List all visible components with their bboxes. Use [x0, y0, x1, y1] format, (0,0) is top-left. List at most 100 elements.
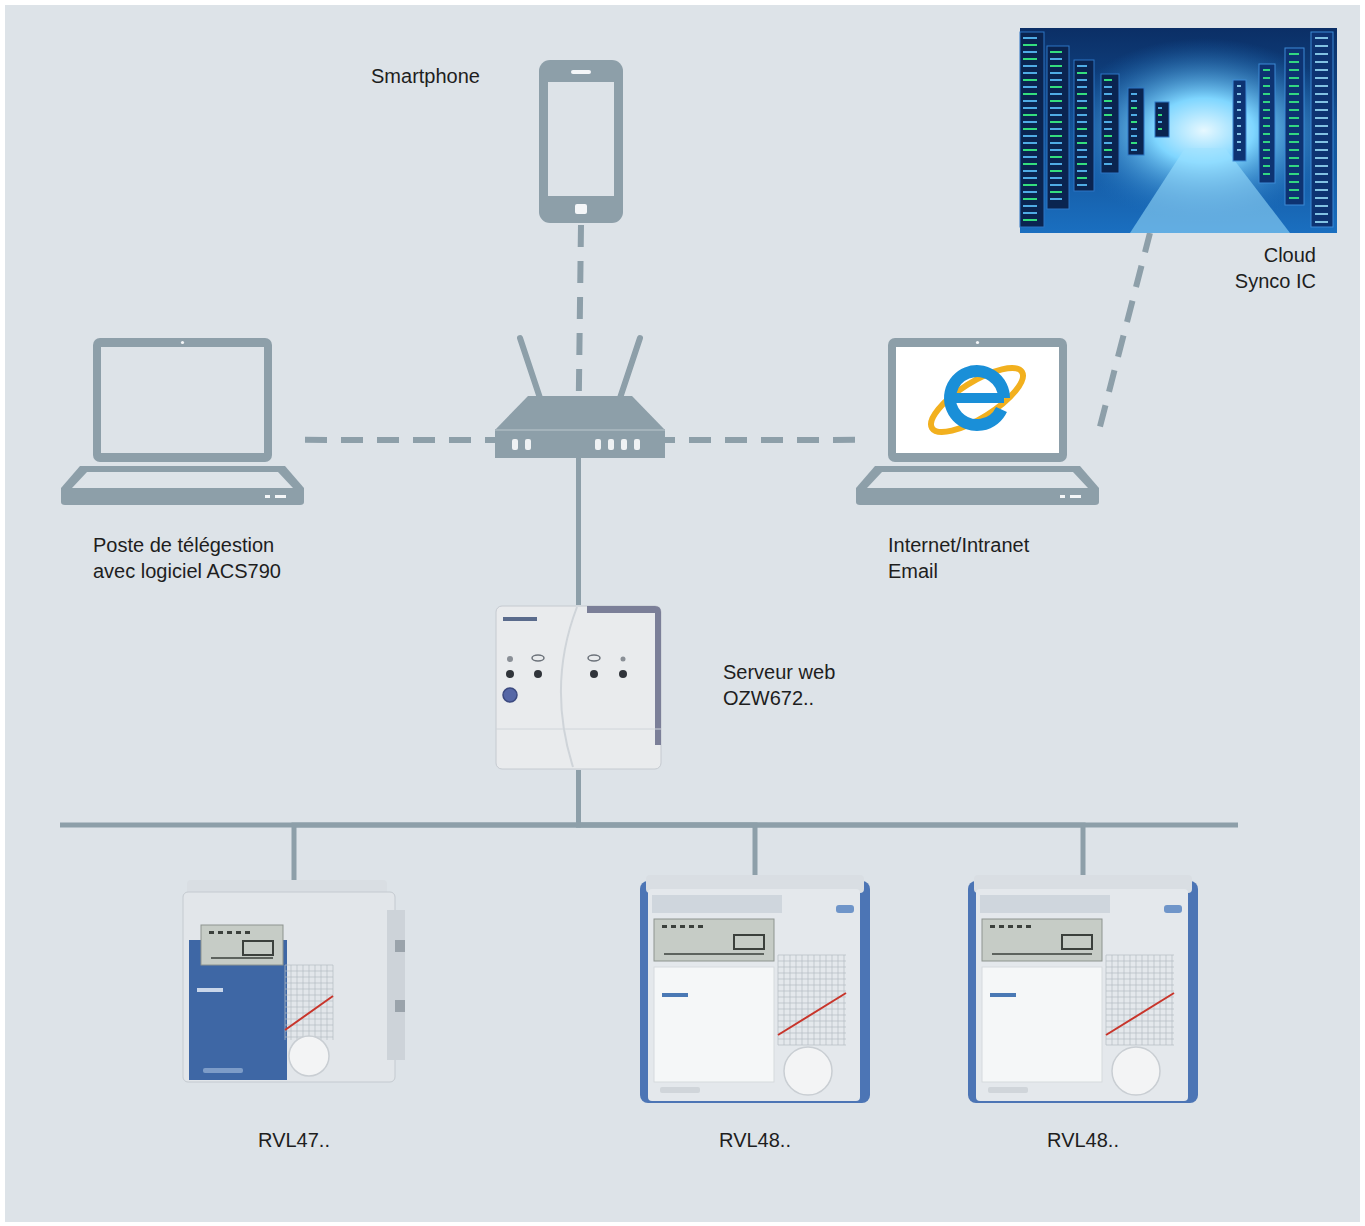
line-shape [285, 1019, 333, 1020]
rect-shape [1289, 77, 1299, 79]
line-shape [1106, 1033, 1174, 1034]
wireless-link [1100, 233, 1150, 427]
line-shape [1124, 955, 1125, 1045]
rect-shape [1077, 156, 1087, 158]
line-shape [778, 1033, 846, 1034]
rect-shape [1237, 149, 1241, 151]
line-shape [778, 993, 846, 1035]
background-panel [5, 5, 1360, 1222]
rect-shape [1164, 905, 1182, 913]
rect-shape [1315, 133, 1328, 135]
rect-shape [992, 953, 1092, 955]
line-shape [1106, 1027, 1174, 1028]
rect-shape [1315, 197, 1328, 199]
rect-shape [1289, 165, 1299, 167]
rect-shape [1023, 149, 1037, 151]
rect-shape [1289, 149, 1299, 151]
line-shape [778, 967, 846, 968]
line-shape [1148, 955, 1149, 1045]
line-shape [1142, 955, 1143, 1045]
router-body [495, 396, 665, 458]
router-led [512, 439, 518, 450]
rect-shape [1263, 77, 1270, 79]
device-node: Poste de télégestion avec logiciel ACS79… [60, 338, 305, 505]
rect-shape [1023, 205, 1037, 207]
rect-shape [689, 925, 694, 928]
rect-shape [980, 895, 1110, 913]
rect-shape [1263, 69, 1270, 71]
rect-shape [1104, 100, 1112, 102]
rect-shape [203, 1068, 243, 1073]
circle-shape [506, 670, 514, 678]
line-shape [285, 995, 333, 996]
rect-shape [1077, 163, 1087, 165]
rect-shape [1158, 107, 1162, 109]
rect-shape [183, 892, 395, 1082]
rect-shape [1023, 65, 1037, 67]
line-shape [1106, 985, 1174, 986]
rect-shape [1062, 935, 1092, 949]
rect-shape [1263, 125, 1270, 127]
rect-shape [1315, 45, 1328, 47]
path-shape [867, 472, 1088, 488]
rect-shape [1233, 80, 1246, 161]
device-node: RVL48.. [640, 875, 870, 1105]
line-shape [1106, 1045, 1174, 1046]
device-node: Smartphone [537, 58, 625, 225]
rect-shape [245, 931, 250, 934]
rect-shape [1050, 149, 1062, 151]
rect-shape [988, 1087, 1028, 1093]
rect-shape [1050, 86, 1062, 88]
rect-shape [1050, 51, 1062, 53]
controller-device [640, 875, 870, 1105]
rect-shape [1237, 125, 1241, 127]
line-shape [1106, 973, 1174, 974]
rect-shape [1023, 93, 1037, 95]
line-shape [796, 955, 797, 1045]
rect-shape [1131, 121, 1137, 123]
wired-link [294, 770, 579, 880]
rect-shape [1023, 184, 1037, 186]
rect-shape [1050, 107, 1062, 109]
rect-shape [1023, 44, 1037, 46]
rect-shape [640, 881, 870, 1103]
rect-shape [1315, 189, 1328, 191]
rect-shape [1023, 212, 1037, 214]
rect-shape [1077, 128, 1087, 130]
line-shape [1118, 955, 1119, 1045]
line-shape [1106, 1003, 1174, 1004]
line-shape [291, 965, 292, 1040]
rect-shape [209, 931, 214, 934]
rect-shape [1315, 85, 1328, 87]
rect-shape [1050, 79, 1062, 81]
rect-shape [1077, 121, 1087, 123]
line-shape [285, 965, 333, 966]
rect-shape [1289, 141, 1299, 143]
line-shape [327, 965, 328, 1040]
line-shape [496, 729, 661, 730]
rect-shape [1023, 100, 1037, 102]
line-shape [838, 955, 839, 1045]
rect-shape [1289, 157, 1299, 159]
rect-shape [1131, 100, 1137, 102]
rect-shape [93, 338, 272, 462]
rect-shape [1050, 72, 1062, 74]
rect-shape [999, 925, 1004, 928]
rect-shape [1104, 163, 1112, 165]
node-label: RVL47.. [163, 1127, 425, 1153]
rect-shape [1077, 72, 1087, 74]
rect-shape [1050, 114, 1062, 116]
rect-shape [1237, 85, 1241, 87]
rect-shape [1077, 107, 1087, 109]
rect-shape [1077, 135, 1087, 137]
rect-shape [1023, 142, 1037, 144]
line-shape [826, 955, 827, 1045]
rect-shape [1315, 213, 1328, 215]
rect-shape [1017, 925, 1022, 928]
rect-shape [654, 919, 774, 961]
line-shape [778, 1009, 846, 1010]
rect-shape [1237, 141, 1241, 143]
rect-shape [1023, 114, 1037, 116]
rect-shape [211, 957, 273, 959]
line-shape [297, 965, 298, 1040]
